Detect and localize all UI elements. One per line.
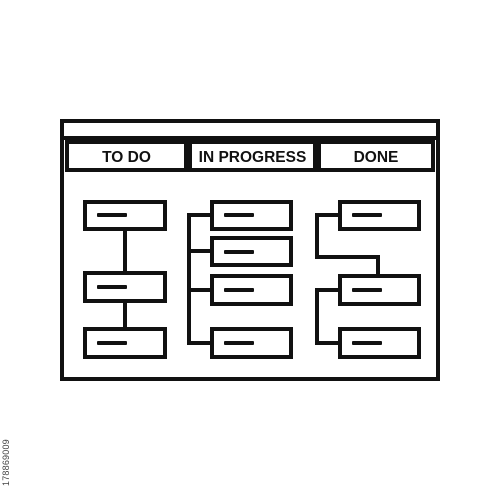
in-progress-card [210, 200, 293, 231]
card-text-placeholder [352, 213, 382, 217]
card-text-placeholder [224, 250, 254, 254]
done-card [338, 274, 421, 306]
column-title-done: DONE [354, 149, 399, 166]
card-text-placeholder [224, 288, 254, 292]
todo-card [83, 327, 167, 359]
done-connector [315, 213, 380, 278]
card-text-placeholder [352, 288, 382, 292]
todo-card [83, 200, 167, 231]
card-text-placeholder [97, 285, 127, 289]
card-text-placeholder [224, 341, 254, 345]
column-title-todo: TO DO [102, 149, 151, 166]
todo-card [83, 271, 167, 303]
in-progress-card [210, 274, 293, 306]
board-frame [60, 119, 440, 381]
card-text-placeholder [224, 213, 254, 217]
stock-id-label: 178869009 [1, 439, 11, 486]
in-progress-card [210, 327, 293, 359]
done-connector [315, 288, 342, 345]
header-cell-in-progress [188, 140, 317, 172]
done-card [338, 200, 421, 231]
in-progress-card [210, 236, 293, 267]
header-cell-done [317, 140, 435, 172]
in-progress-connector [187, 213, 214, 345]
card-text-placeholder [97, 213, 127, 217]
card-text-placeholder [97, 341, 127, 345]
column-title-in-progress: IN PROGRESS [199, 149, 307, 166]
card-text-placeholder [352, 341, 382, 345]
header-cell-todo [65, 140, 188, 172]
done-card [338, 327, 421, 359]
